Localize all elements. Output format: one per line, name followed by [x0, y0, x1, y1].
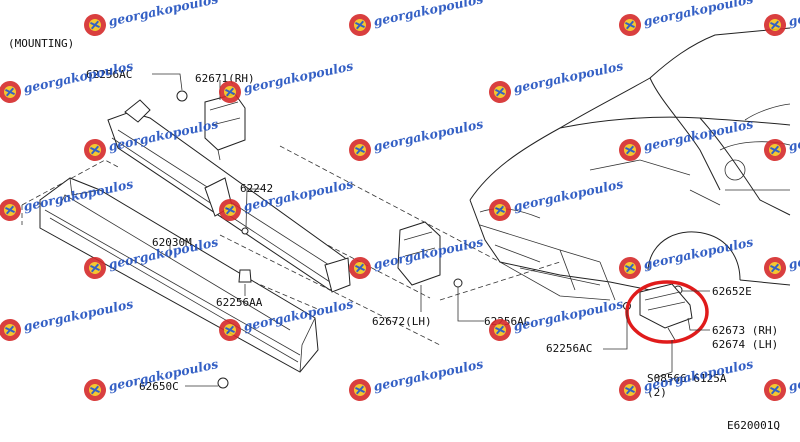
watermark-text: georgakopoulos — [642, 0, 754, 29]
bolt-62650C — [217, 377, 229, 389]
callout-labels: 62256AC 62671(RH) 62242 62030M 62256AA 6… — [86, 68, 778, 399]
watermark-text: georgakopoulos — [642, 356, 754, 394]
bracket-62673-62674 — [639, 283, 693, 341]
callout-qty-2: (2) — [647, 386, 667, 399]
watermark-logo: georgakopoulos — [764, 356, 800, 401]
watermark-logo: georgakopoulos — [619, 0, 754, 36]
callout-62674-lh: 62674 (LH) — [712, 338, 778, 351]
bolt-62256AC-mid — [453, 278, 463, 288]
watermark-text: georgakopoulos — [512, 176, 624, 214]
watermark-logo: georgakopoulos — [619, 356, 754, 401]
watermark-text: georgakopoulos — [107, 0, 219, 29]
watermark-text: georgakopoulos — [787, 0, 800, 29]
watermark-logo: georgakopoulos — [764, 0, 800, 36]
callout-62652E: 62652E — [712, 285, 752, 298]
callout-08566-6125A: S08566-6125A — [647, 372, 727, 385]
callout-62256AC-car: 62256AC — [546, 342, 592, 355]
watermark-logo: georgakopoulos — [349, 0, 484, 36]
watermark-logo: georgakopoulos — [764, 116, 800, 161]
watermark-text: georgakopoulos — [787, 234, 800, 272]
watermark-logo: georgakopoulos — [349, 116, 484, 161]
callout-62672-lh: 62672(LH) — [372, 315, 432, 328]
front-bumper-reinforcement-62030M — [39, 177, 319, 373]
section-label: (MOUNTING) — [8, 37, 74, 50]
watermark-text: georgakopoulos — [787, 356, 800, 394]
watermark-text: georgakopoulos — [512, 58, 624, 96]
leader-lines — [152, 73, 710, 387]
callout-62650C: 62650C — [139, 380, 179, 393]
callout-62256AA: 62256AA — [216, 296, 263, 309]
bracket-62672-lh — [397, 221, 441, 286]
clip-62256AA — [238, 269, 252, 283]
callout-62256AC-top: 62256AC — [86, 68, 132, 81]
watermark-logo: georgakopoulos — [349, 356, 484, 401]
watermark-text: georgakopoulos — [372, 116, 484, 154]
watermark-logo: georgakopoulos — [764, 234, 800, 279]
watermark-logo: georgakopoulos — [84, 356, 219, 401]
watermark-text: georgakopoulos — [787, 116, 800, 154]
diagram-code: E620001Q — [727, 419, 780, 432]
watermark-logo: georgakopoulos — [619, 116, 754, 161]
watermark-logo: georgakopoulos — [489, 176, 624, 221]
vehicle-front-outline — [469, 27, 791, 301]
bolt-62256AC-top — [176, 90, 188, 102]
callout-62673-rh: 62673 (RH) — [712, 324, 778, 337]
bolt-62242 — [241, 227, 249, 235]
watermark-text: georgakopoulos — [22, 296, 134, 334]
callout-62671-rh: 62671(RH) — [195, 72, 255, 85]
watermark-text: georgakopoulos — [642, 234, 754, 272]
watermark-logo: georgakopoulos — [0, 296, 134, 341]
watermark-logo: georgakopoulos — [489, 58, 624, 103]
callout-62030M: 62030M — [152, 236, 192, 249]
watermark-text: georgakopoulos — [372, 356, 484, 394]
watermark-text: georgakopoulos — [242, 58, 354, 96]
watermark-logo: georgakopoulos — [84, 0, 219, 36]
watermark-text: georgakopoulos — [512, 296, 624, 334]
callout-62242: 62242 — [240, 182, 273, 195]
fasteners — [176, 90, 683, 389]
watermark-text: georgakopoulos — [372, 0, 484, 29]
